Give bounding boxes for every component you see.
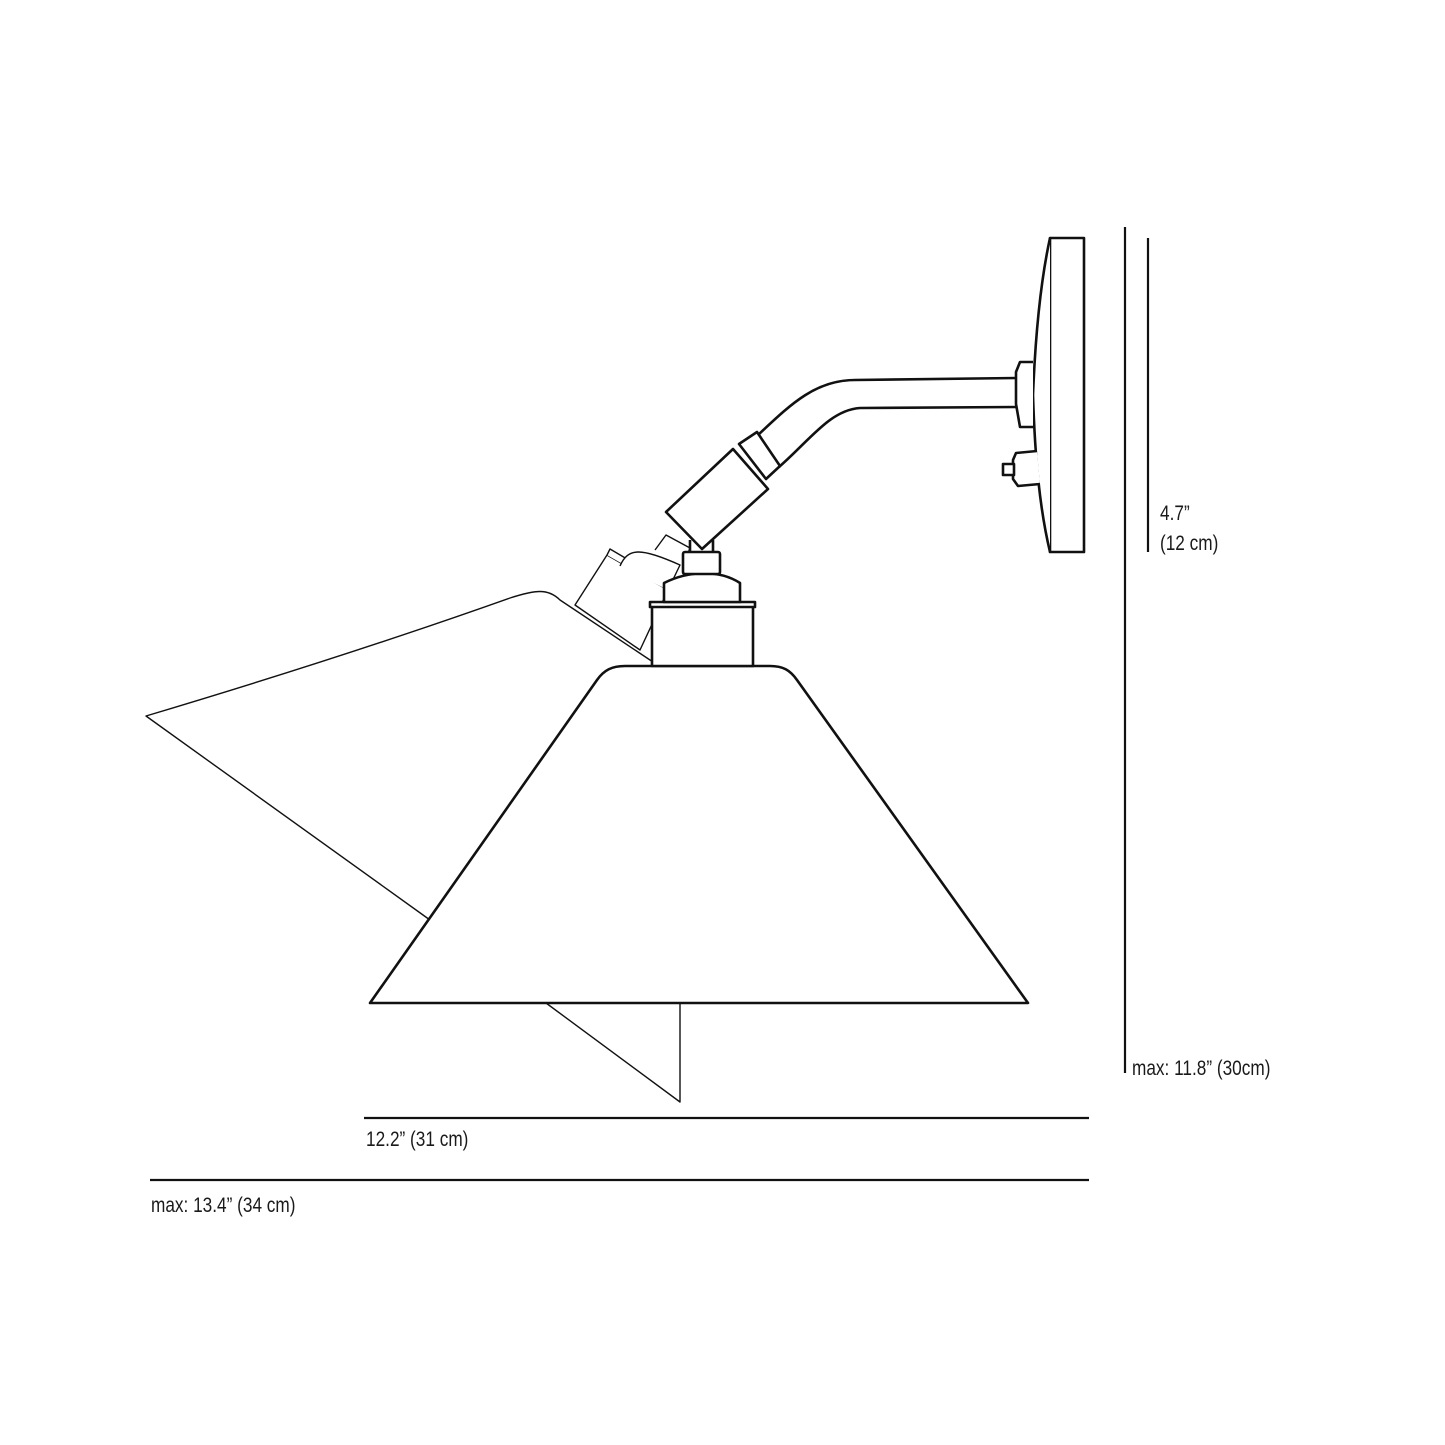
wall-plate: [1001, 236, 1086, 554]
main-shade: [368, 664, 1030, 1005]
plate-height-imperial-label: 4.7”: [1160, 502, 1190, 525]
swivel-joint: [664, 430, 782, 551]
shade-width-label: 12.2” (31 cm): [366, 1128, 469, 1151]
lamp-arm: [757, 376, 1018, 468]
socket: [648, 540, 757, 668]
max-height-label: max: 11.8” (30cm): [1132, 1057, 1271, 1080]
max-depth-label: max: 13.4” (34 cm): [151, 1194, 296, 1217]
plate-height-metric-label: (12 cm): [1160, 532, 1219, 555]
